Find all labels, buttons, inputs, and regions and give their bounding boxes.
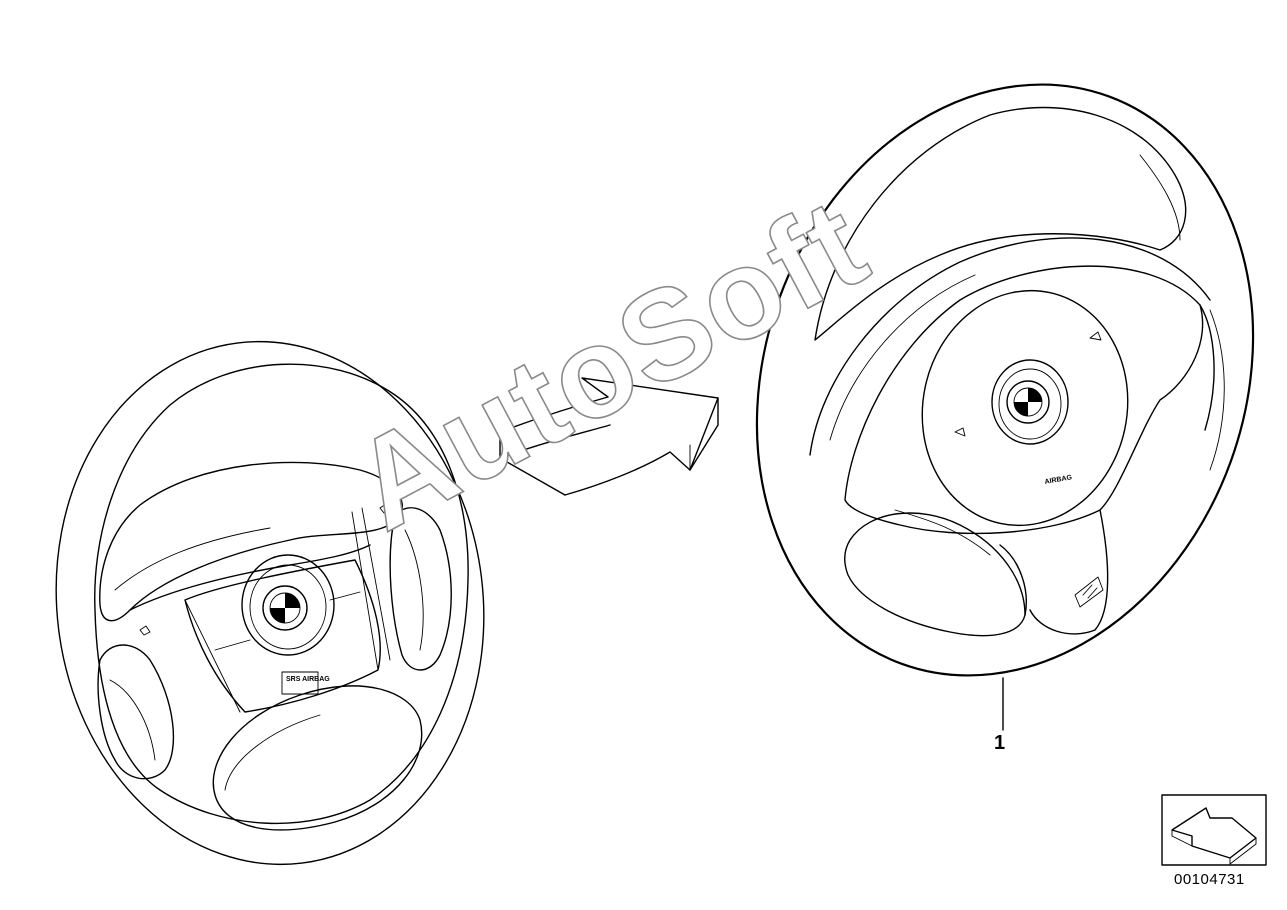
document-number: 00104731: [1174, 871, 1245, 888]
bmw-logo-icon: [1006, 380, 1050, 424]
view-direction-arrow-icon: [1161, 794, 1267, 866]
right-airbag-label: AIRBAG: [1044, 474, 1073, 486]
bmw-logo-icon: [262, 585, 308, 631]
new-steering-wheel: AIRBAG: [755, 83, 1255, 731]
left-airbag-label: SRS AIRBAG: [286, 676, 330, 683]
old-steering-wheel: SRS AIRBAG: [55, 340, 485, 866]
m-logo-icon: [1074, 576, 1104, 608]
callout-1-label: 1: [994, 732, 1006, 754]
conversion-arrow-icon: [499, 377, 719, 496]
